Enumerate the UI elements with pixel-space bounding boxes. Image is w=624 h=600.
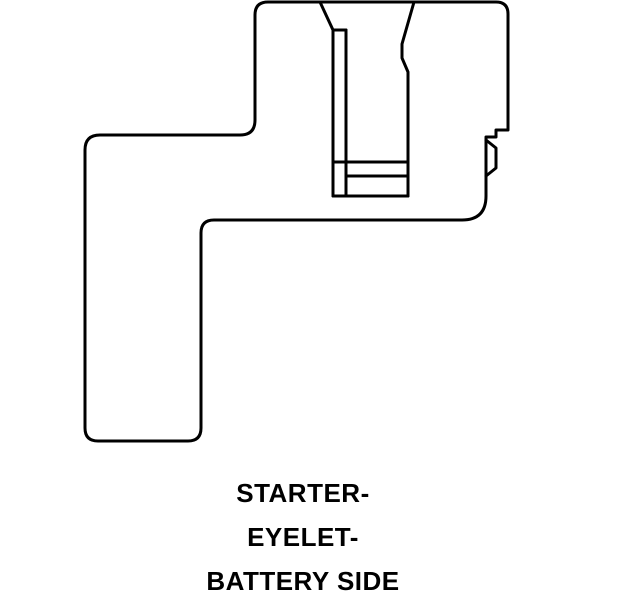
caption-line-3: BATTERY SIDE xyxy=(206,566,400,596)
caption-line-2: EYELET- xyxy=(247,522,359,552)
slot-right-wall xyxy=(400,0,416,198)
eyelet-terminal-diagram xyxy=(83,0,510,443)
caption-line-1: STARTER- xyxy=(236,478,370,508)
terminal-body-outline xyxy=(83,0,510,443)
slot-left-wall xyxy=(318,0,335,198)
slot-bottom-box xyxy=(331,160,410,198)
side-tab xyxy=(484,138,498,178)
